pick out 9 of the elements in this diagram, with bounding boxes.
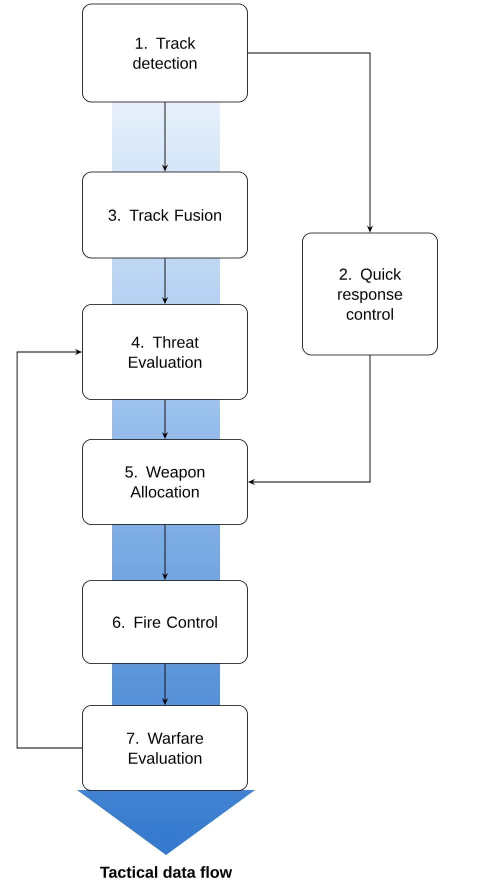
- process-box: 3. Track Fusion: [82, 172, 248, 258]
- caption-text: Tactical data flow: [100, 866, 232, 878]
- arrow: [16, 348, 83, 748]
- process-box: 5. Weapon Allocation: [82, 439, 248, 525]
- process-box: 7. Warfare Evaluation: [82, 705, 248, 791]
- process-box: 6. Fire Control: [82, 580, 248, 664]
- process-box: 1. Track detection: [82, 4, 248, 102]
- process-box: 2. Quick response control: [302, 232, 438, 356]
- process-box: 4. Threat Evaluation: [82, 304, 248, 400]
